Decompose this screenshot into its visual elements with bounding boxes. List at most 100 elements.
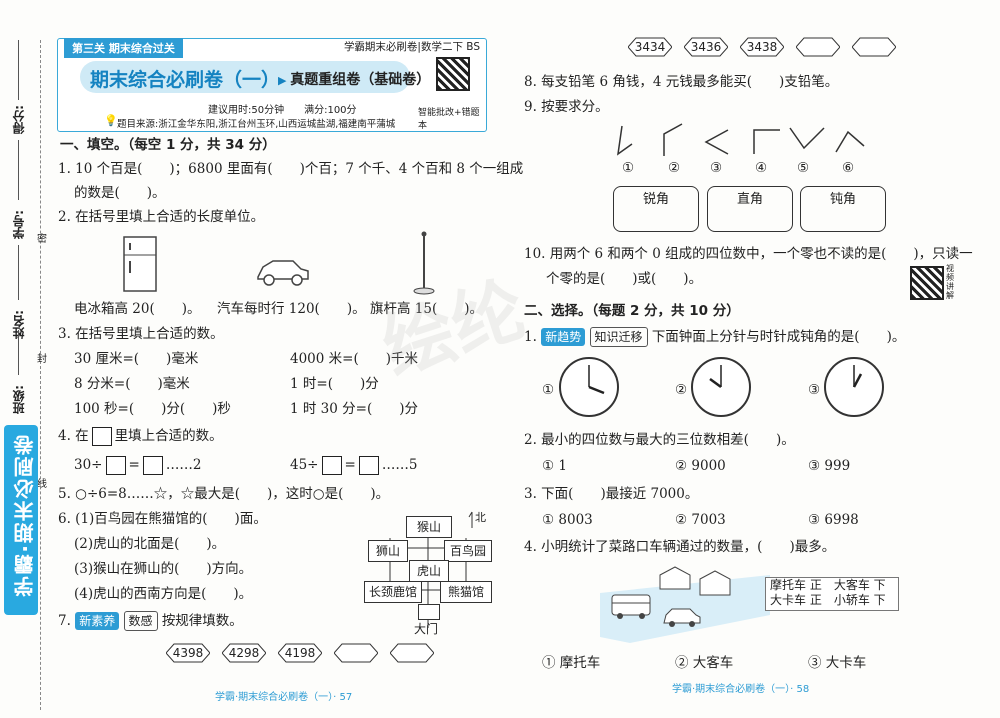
s1-opt-2[interactable]: ② <box>675 382 688 398</box>
q6-1: 6. (1)百鸟园在熊猫馆的( )面。 <box>58 511 267 527</box>
binding-line <box>40 40 41 710</box>
answer-box[interactable] <box>105 456 126 475</box>
diamond-blank[interactable] <box>796 36 840 58</box>
s2-opt-2[interactable]: ② 9000 <box>675 458 726 474</box>
class-label: 班级: <box>12 385 26 414</box>
seal-char-3: 线 <box>37 479 47 490</box>
acute-angle-box[interactable]: 锐角 <box>613 186 699 232</box>
id-line <box>18 140 19 200</box>
tally-row-2: 大卡车 正 小轿车 下 <box>770 593 886 607</box>
s4-text: 4. 小明统计了菜路口车辆通过的数量，( )最多。 <box>524 539 836 555</box>
student-id-label: 学号: <box>12 210 26 239</box>
fridge-icon <box>123 236 157 292</box>
footer-left: 学霸·期末综合必刷卷（一）· 57 <box>215 692 353 703</box>
q3-text: 3. 在括号里填上合适的数。 <box>58 326 224 342</box>
bulb-icon: 💡 <box>104 114 118 127</box>
map-deer: 长颈鹿馆 <box>364 581 422 603</box>
q7-text: 7. 新素养 数感 按规律填数。 <box>58 611 243 631</box>
s1-opt-1[interactable]: ① <box>542 382 555 398</box>
obtuse-angle-box[interactable]: 钝角 <box>800 186 886 232</box>
video-qr-icon[interactable] <box>910 266 944 300</box>
angle-num-2: ② <box>668 160 681 176</box>
angle-num-1: ① <box>622 160 635 176</box>
map-gate: 大门 <box>414 622 439 636</box>
answer-box <box>91 427 112 446</box>
map-gate-box <box>418 604 440 620</box>
tally-table: 摩托车 正 大客车 下 大卡车 正 小轿车 下 <box>765 577 899 611</box>
q2-car: 汽车每时行 120( )。 <box>217 301 366 317</box>
answer-box[interactable] <box>321 456 342 475</box>
q2-text: 2. 在括号里填上合适的长度单位。 <box>58 209 265 225</box>
q4-text: 4. 在里填上合适的数。 <box>58 427 223 446</box>
diamond-blank[interactable] <box>852 36 896 58</box>
question-source: 题目来源:浙江金华东阳,浙江台州玉环,山西运城盐湖,福建南平蒲城 <box>117 119 396 130</box>
map-tiger: 虎山 <box>409 560 449 582</box>
seal-char-1: 密 <box>37 234 47 245</box>
north-label: 北 <box>475 511 486 524</box>
s2-opt-3[interactable]: ③ 999 <box>808 458 851 474</box>
s3-opt-3[interactable]: ③ 6998 <box>808 512 859 528</box>
qr-code-icon[interactable] <box>436 57 470 91</box>
answer-box[interactable] <box>142 456 163 475</box>
level-tag: 第三关 期末综合过关 <box>64 38 183 58</box>
q4-expr-b: 45÷=……5 <box>290 456 418 475</box>
diamond-cell: 3438 <box>740 36 784 58</box>
exam-subtitle: 真题重组卷（基础卷） <box>278 69 430 89</box>
series-label: 学霸期末必刷卷|数学二下 BS <box>343 41 480 53</box>
s3-opt-1[interactable]: ① 8003 <box>542 512 593 528</box>
q6-3: (3)猴山在狮山的( )方向。 <box>74 561 253 577</box>
map-bird: 百鸟园 <box>444 540 492 562</box>
angle-num-6: ⑥ <box>842 160 855 176</box>
s4-opt-2[interactable]: ② 大客车 <box>675 655 734 671</box>
q8-text: 8. 每支铅笔 6 角钱，4 元钱最多能买( )支铅笔。 <box>524 74 839 90</box>
q3-item-2: 4000 米=( )千米 <box>290 351 418 367</box>
s1-opt-3[interactable]: ③ <box>808 382 821 398</box>
diamond-cell: 3436 <box>684 36 728 58</box>
q3-item-1: 30 厘米=( )毫米 <box>74 351 199 367</box>
diamond-blank[interactable] <box>334 642 378 664</box>
q2-fridge: 电冰箱高 20( )。 <box>74 301 201 317</box>
section1-heading: 一、填空。（每空 1 分，共 34 分） <box>60 137 276 153</box>
top-diamond-row: 3434 3436 3438 <box>628 36 896 58</box>
q3-item-5: 100 秒=( )分( )秒 <box>74 401 231 417</box>
exam-title: 期末综合必刷卷（一） <box>90 69 281 91</box>
s2-text: 2. 最小的四位数与最大的三位数相差( )。 <box>524 432 795 448</box>
brand-logo: 学霸·期末必刷卷 <box>4 425 38 615</box>
s3-text: 3. 下面( )最接近 7000。 <box>524 486 699 502</box>
diamond-cell: 4298 <box>222 642 266 664</box>
map-panda: 熊猫馆 <box>440 581 492 603</box>
q1-line2: 的数是( )。 <box>74 185 166 201</box>
diamond-cell: 3434 <box>628 36 672 58</box>
q7-diamond-row: 4398 4298 4198 <box>166 642 434 664</box>
clock-2-icon <box>691 357 751 417</box>
diamond-cell: 4398 <box>166 642 210 664</box>
right-angle-box[interactable]: 直角 <box>707 186 793 232</box>
q6-4: (4)虎山的西南方向是( )。 <box>74 586 253 602</box>
exam-header: 第三关 期末综合过关 学霸期末必刷卷|数学二下 BS 期末综合必刷卷（一） 真题… <box>57 38 487 132</box>
score-line <box>18 40 19 100</box>
video-caption: 视频讲解 <box>946 264 954 300</box>
section2-heading: 二、选择。（每题 2 分，共 10 分） <box>524 303 740 319</box>
q5-text: 5. ○÷6=8……☆，☆最大是( )，这时○是( )。 <box>58 486 390 502</box>
map-monkey: 猴山 <box>406 516 452 538</box>
s3-opt-2[interactable]: ② 7003 <box>675 512 726 528</box>
s2-opt-1[interactable]: ① 1 <box>542 458 567 474</box>
car-icon <box>257 260 309 286</box>
q2-flag: 旗杆高 15( )。 <box>370 301 484 317</box>
tally-row-1: 摩托车 正 大客车 下 <box>770 578 886 592</box>
s4-opt-3[interactable]: ③ 大卡车 <box>808 655 867 671</box>
q1-line1: 1. 10 个百是( )；6800 里面有( )个百；7 个千、4 个百和 8 … <box>58 161 524 177</box>
exam-meta: 建议用时:50分钟 满分:100分 <box>208 105 357 116</box>
flagpole-icon <box>413 231 435 295</box>
s1-text: 1. 新趋势 知识迁移 下面钟面上分针与时针成钝角的是( )。 <box>524 327 906 347</box>
score-label: 得分: <box>12 105 26 134</box>
diamond-blank[interactable] <box>390 642 434 664</box>
q3-item-6: 1 时 30 分=( )分 <box>290 401 418 417</box>
qr-caption: 智能批改+错题本 <box>418 108 480 131</box>
q6-2: (2)虎山的北面是( )。 <box>74 536 226 552</box>
seal-char-2: 封 <box>37 354 47 365</box>
s4-opt-1[interactable]: ① 摩托车 <box>542 655 601 671</box>
q4-expr-a: 30÷=……2 <box>74 456 202 475</box>
footer-right: 学霸·期末综合必刷卷（一）· 58 <box>672 684 810 695</box>
answer-box[interactable] <box>358 456 379 475</box>
